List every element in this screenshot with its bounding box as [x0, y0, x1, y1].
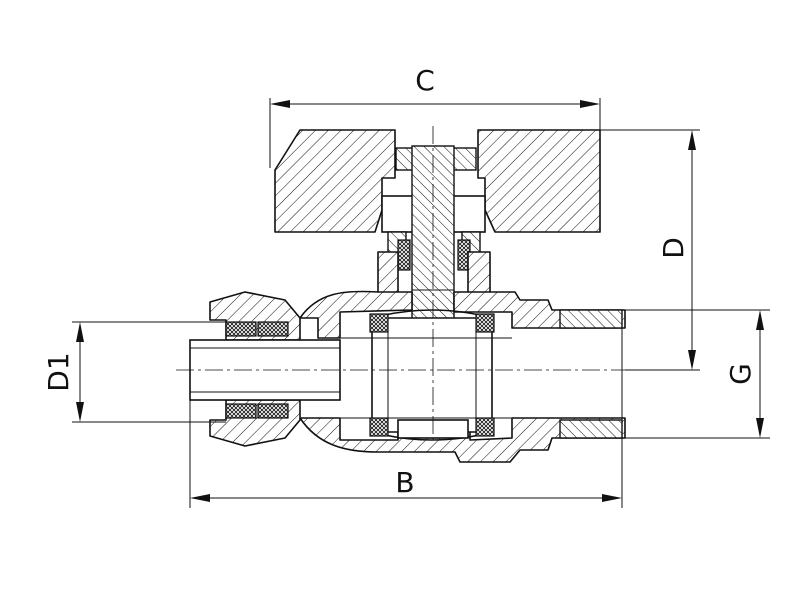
threaded-end-right [559, 309, 623, 439]
ball-seat-rings [369, 313, 495, 437]
label-d: D [657, 237, 690, 259]
label-b: B [395, 466, 414, 499]
dimension-b [189, 400, 623, 508]
label-d1: D1 [42, 352, 75, 391]
label-g: G [724, 363, 757, 385]
label-c: C [415, 64, 435, 97]
handle-wing-left [274, 129, 396, 233]
dimension-d1 [72, 321, 226, 423]
dimension-c [269, 98, 601, 168]
handle-wing-right [477, 129, 601, 233]
compression-ring-teeth [225, 321, 289, 419]
dimension-d [600, 129, 700, 371]
dimension-g [625, 309, 770, 439]
